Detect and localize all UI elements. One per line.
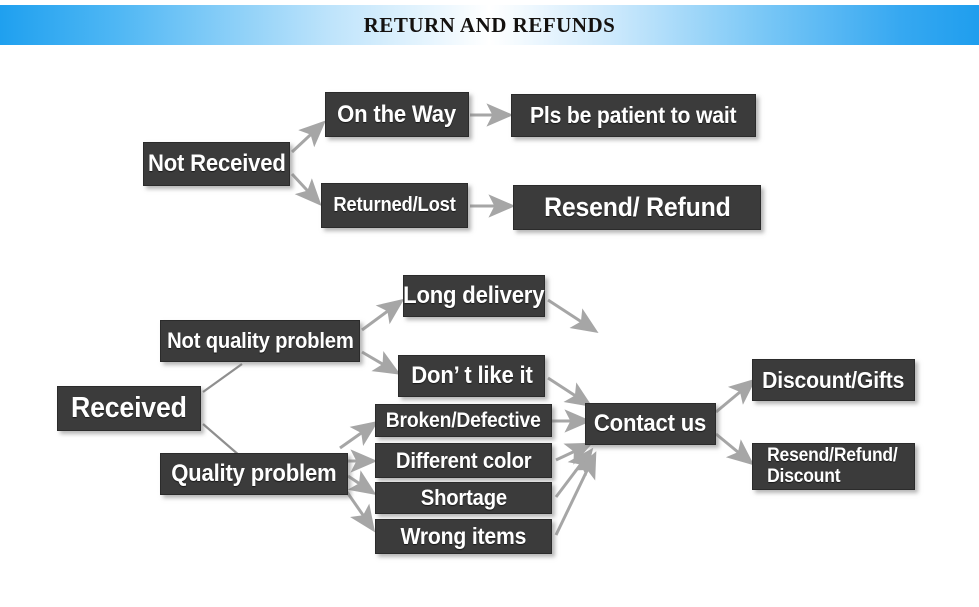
node-contact-us-label: Contact us xyxy=(594,410,707,437)
node-resend-refund[interactable]: Resend/ Refund xyxy=(513,185,761,230)
node-wrong-items[interactable]: Wrong items xyxy=(375,519,552,554)
arrow-notreceived-ontheway xyxy=(290,120,326,154)
node-different-color-label: Different color xyxy=(395,447,532,473)
arrow-contact-discountgifts xyxy=(715,378,757,414)
node-different-color[interactable]: Different color xyxy=(375,443,552,478)
node-resend-refund-label: Resend/ Refund xyxy=(543,192,731,222)
node-contact-us[interactable]: Contact us xyxy=(585,403,716,445)
node-discount-gifts[interactable]: Discount/Gifts xyxy=(752,359,915,401)
node-resend-refund-discount[interactable]: Resend/Refund/ Discount xyxy=(752,443,915,490)
node-pls-be-patient-to-wait[interactable]: Pls be patient to wait xyxy=(511,94,756,137)
node-not-received-label: Not Received xyxy=(147,150,286,177)
arrow-differentcolor-contact xyxy=(555,442,593,465)
node-long-delivery[interactable]: Long delivery xyxy=(403,275,545,317)
node-resend-refund-discount-line1: Resend/Refund/ xyxy=(767,444,898,466)
node-dont-like-it[interactable]: Don’ t like it xyxy=(398,355,545,397)
arrow-contact-resendrefunddiscount xyxy=(715,432,755,466)
node-returned-lost[interactable]: Returned/Lost xyxy=(321,183,468,228)
node-dont-like-it-label: Don’ t like it xyxy=(410,362,533,389)
node-broken-defective-label: Broken/Defective xyxy=(386,408,541,432)
node-not-quality-problem[interactable]: Not quality problem xyxy=(160,320,360,362)
node-on-the-way[interactable]: On the Way xyxy=(325,92,469,137)
arrow-notreceived-returnedlost xyxy=(290,172,322,206)
arrow-quality-shortage xyxy=(347,470,377,495)
node-wrong-items-label: Wrong items xyxy=(400,523,527,549)
node-pls-be-patient-label: Pls be patient to wait xyxy=(530,102,737,128)
node-received[interactable]: Received xyxy=(57,386,201,431)
line-received-notquality xyxy=(202,363,243,393)
node-not-quality-problem-label: Not quality problem xyxy=(166,328,354,353)
node-on-the-way-label: On the Way xyxy=(337,100,457,128)
node-quality-problem-label: Quality problem xyxy=(171,460,337,487)
node-resend-refund-discount-line2: Discount xyxy=(767,465,841,487)
node-shortage-label: Shortage xyxy=(420,485,507,510)
node-received-label: Received xyxy=(71,392,187,424)
arrow-longdelivery-contact xyxy=(547,298,599,333)
arrow-notquality-longdelivery xyxy=(361,298,405,332)
node-discount-gifts-label: Discount/Gifts xyxy=(762,366,905,393)
arrow-dontlike-contact xyxy=(547,376,593,407)
node-not-received[interactable]: Not Received xyxy=(143,142,290,186)
node-long-delivery-label: Long delivery xyxy=(403,282,545,309)
arrow-shortage-contact xyxy=(554,447,594,498)
node-returned-lost-label: Returned/Lost xyxy=(333,194,456,216)
node-shortage[interactable]: Shortage xyxy=(375,482,552,514)
line-received-quality xyxy=(202,423,241,457)
arrow-wrongitems-contact xyxy=(554,451,597,536)
arrow-notquality-dontlike xyxy=(361,350,401,375)
node-broken-defective[interactable]: Broken/Defective xyxy=(375,404,552,437)
page-title: RETURN AND REFUNDS xyxy=(363,13,616,37)
node-quality-problem[interactable]: Quality problem xyxy=(160,453,348,495)
header-gradient-bar xyxy=(0,5,979,45)
arrow-quality-broken xyxy=(339,420,379,450)
